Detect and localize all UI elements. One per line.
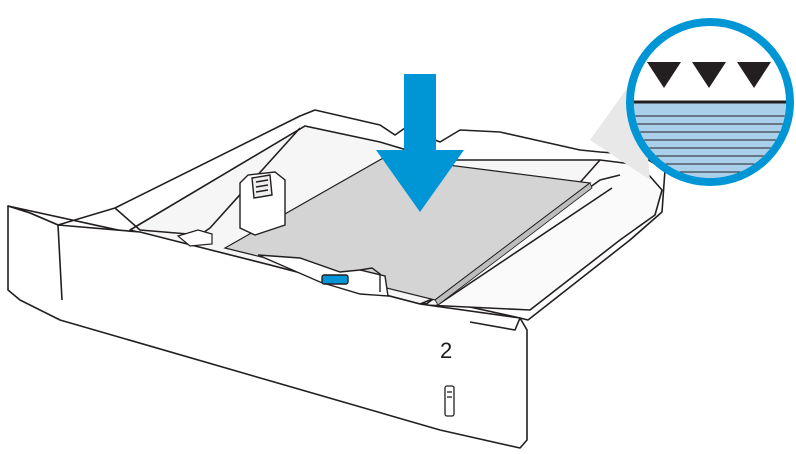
tray-number-label: 2 <box>440 338 452 363</box>
left-paper-guide <box>239 171 286 236</box>
corner-clip <box>176 229 213 247</box>
guide-release-tab-icon <box>321 274 349 285</box>
front-paper-guide <box>257 254 389 297</box>
max-fill-callout <box>626 18 794 186</box>
triangle-marks-icon <box>647 62 771 88</box>
tray-handle-icon <box>444 385 455 417</box>
arrow-down-icon <box>376 74 464 212</box>
